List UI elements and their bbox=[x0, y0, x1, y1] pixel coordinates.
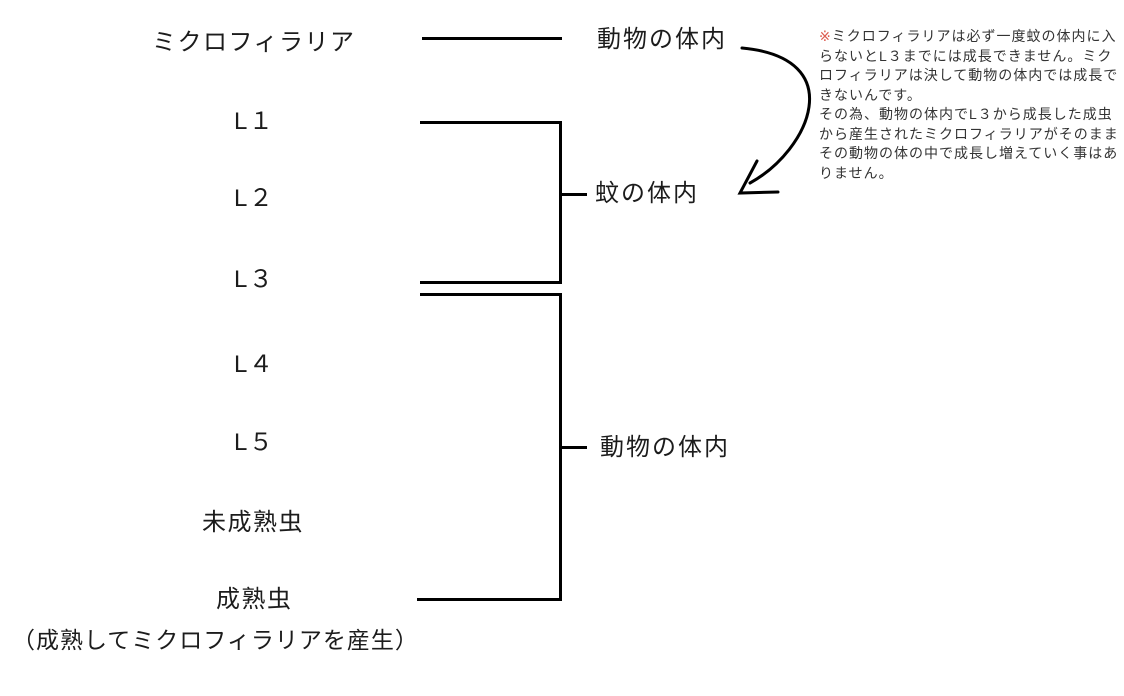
bracket-mosquito-vertical-line bbox=[559, 121, 562, 284]
stage-label-immature: 未成熟虫 bbox=[202, 509, 304, 536]
stage-label-l4: L４ bbox=[234, 351, 275, 378]
stage-label-l1: L１ bbox=[234, 108, 275, 135]
bracket-animal-vertical-line bbox=[559, 293, 562, 601]
stage-caption-production: （成熟してミクロフィラリアを産生） bbox=[12, 627, 419, 653]
stage-label-l5: L５ bbox=[234, 429, 275, 456]
note-paragraph-1: ※ミクロフィラリアは必ず一度蚊の体内に入らないとL３までには成長できません。ミク… bbox=[819, 27, 1121, 105]
stage-label-mature: 成熟虫 bbox=[216, 586, 293, 613]
bracket-mosquito-top-line bbox=[420, 121, 562, 124]
note-marker: ※ bbox=[819, 28, 832, 44]
bracket-animal-bottom-line bbox=[417, 598, 562, 601]
note-block: ※ミクロフィラリアは必ず一度蚊の体内に入らないとL３までには成長できません。ミク… bbox=[819, 27, 1121, 183]
stage-label-l2: L２ bbox=[234, 185, 275, 212]
note-text-2: その為、動物の体内でL３から成長した成虫から産生されたミクロフィラリアがそのまま… bbox=[819, 106, 1119, 181]
location-label-animal-bottom: 動物の体内 bbox=[600, 434, 730, 461]
bracket-mosquito-tick bbox=[562, 193, 587, 196]
location-label-mosquito: 蚊の体内 bbox=[595, 180, 699, 207]
location-label-animal-top: 動物の体内 bbox=[597, 26, 727, 53]
note-paragraph-2: その為、動物の体内でL３から成長した成虫から産生されたミクロフィラリアがそのまま… bbox=[819, 105, 1121, 183]
bracket-animal-top-line bbox=[420, 293, 562, 296]
stage-label-l3: L３ bbox=[234, 266, 275, 293]
bracket-mosquito-bottom-line bbox=[420, 281, 562, 284]
bracket-animal-tick bbox=[562, 446, 587, 449]
stage-label-microfilaria: ミクロフィラリア bbox=[152, 29, 356, 56]
note-text-1: ミクロフィラリアは必ず一度蚊の体内に入らないとL３までには成長できません。ミクロ… bbox=[819, 28, 1119, 103]
connector-line-top bbox=[422, 37, 562, 40]
